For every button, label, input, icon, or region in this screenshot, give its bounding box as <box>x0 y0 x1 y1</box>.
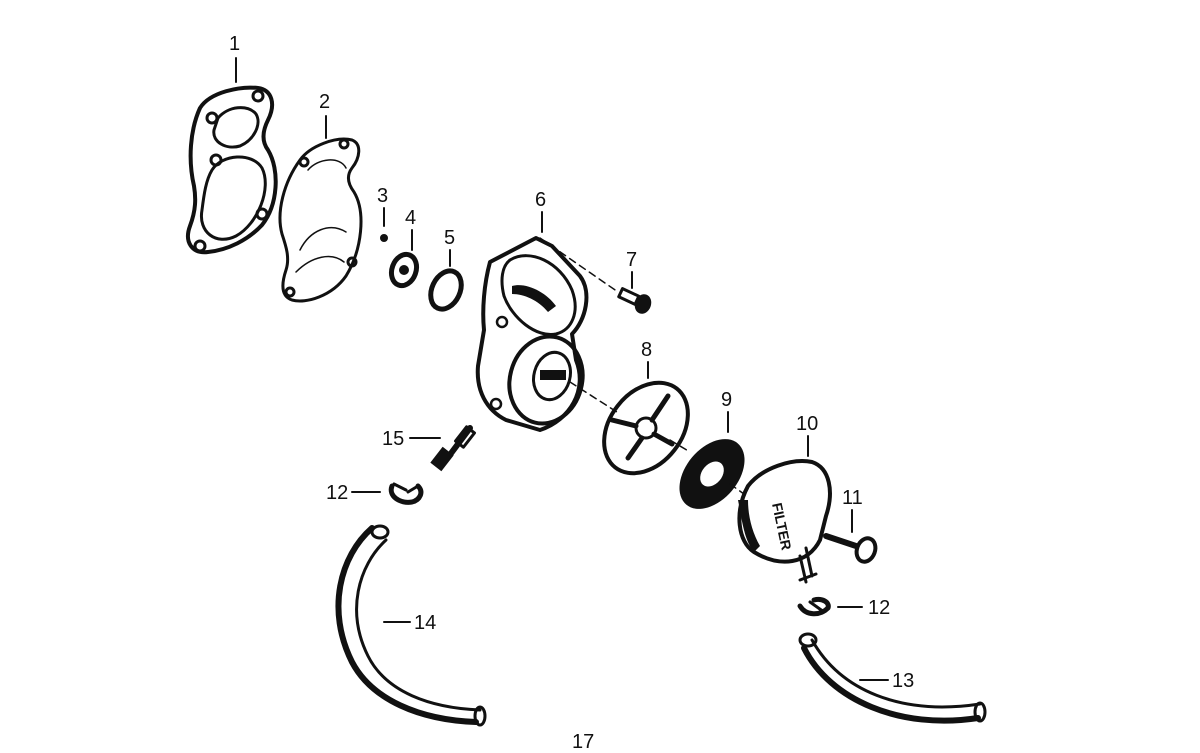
page-number: 17 <box>572 731 594 753</box>
label-part-6: 6 <box>535 189 546 211</box>
part-labels: 1 2 3 4 5 6 7 8 9 10 11 12 12 13 14 15 <box>229 33 914 692</box>
label-part-8: 8 <box>641 339 652 361</box>
label-part-12-lower: 12 <box>868 597 890 619</box>
label-part-13: 13 <box>892 670 914 692</box>
part-12-clamp-upper <box>388 482 424 505</box>
part-11-screw <box>823 533 878 564</box>
assembly-lines <box>539 237 745 495</box>
part-2-diaphragm <box>278 137 363 303</box>
part-15-fitting <box>430 425 476 472</box>
label-part-15: 15 <box>382 428 404 450</box>
label-part-10: 10 <box>796 413 818 435</box>
part-4-valve <box>388 251 420 289</box>
part-1-gasket <box>186 85 278 255</box>
part-10-filter: FILTER <box>737 459 832 584</box>
part-3-screw <box>380 234 388 242</box>
label-part-2: 2 <box>319 91 330 113</box>
part-13-hose <box>798 632 987 724</box>
part-14-hose <box>335 524 487 727</box>
label-part-9: 9 <box>721 389 732 411</box>
leader-lines <box>235 57 889 681</box>
part-5-o-ring <box>428 268 464 312</box>
label-part-14: 14 <box>414 612 436 634</box>
label-part-12-upper: 12 <box>326 482 348 504</box>
part-7-bolt <box>617 287 652 314</box>
label-part-7: 7 <box>626 249 637 271</box>
label-part-1: 1 <box>229 33 240 55</box>
part-12-clamp-lower <box>797 597 831 617</box>
label-part-5: 5 <box>444 227 455 249</box>
label-part-11: 11 <box>842 487 863 509</box>
part-6-pump-body <box>475 236 589 432</box>
part-9-seal <box>679 439 745 509</box>
label-part-4: 4 <box>405 207 416 229</box>
label-part-3: 3 <box>377 185 388 207</box>
part-8-spoked-plate <box>602 380 690 476</box>
filter-label: FILTER <box>769 501 795 551</box>
